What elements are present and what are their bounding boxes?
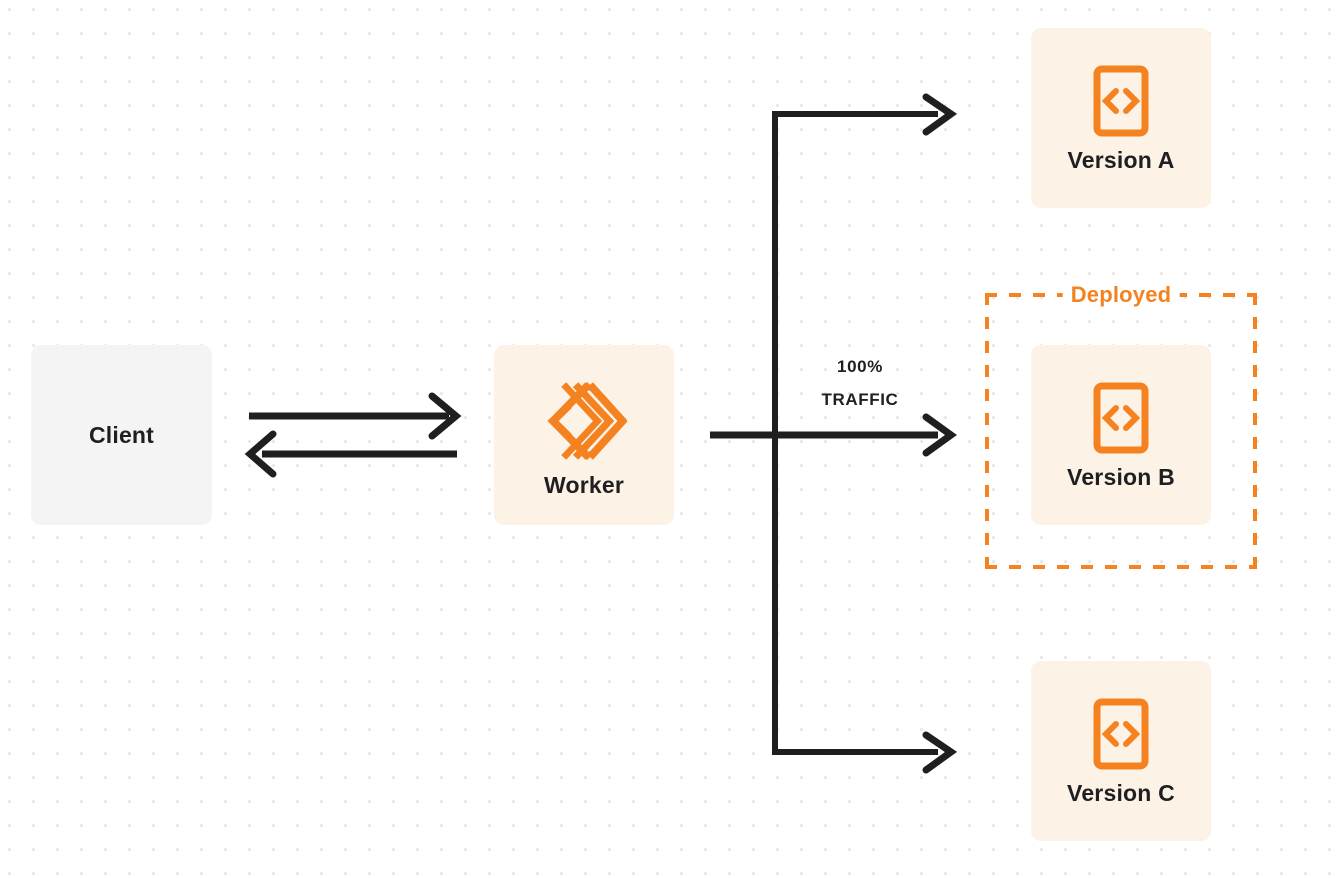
version-c-label: Version C	[1067, 779, 1175, 806]
deployed-label: Deployed	[1062, 282, 1180, 308]
deployed-border-left	[985, 293, 989, 569]
code-brackets-icon	[1093, 698, 1149, 769]
node-version-b[interactable]: Version B	[1031, 345, 1211, 525]
node-version-c[interactable]: Version C	[1031, 661, 1211, 841]
node-client[interactable]: Client	[31, 345, 212, 525]
client-label: Client	[88, 421, 155, 448]
deployed-border-top-left	[985, 293, 1067, 297]
arrow-to-version-c	[772, 731, 958, 774]
worker-label: Worker	[543, 471, 625, 498]
traffic-percent: 100%	[837, 357, 883, 376]
node-version-a[interactable]: Version A	[1031, 28, 1211, 208]
arrow-to-version-b	[775, 413, 957, 457]
cloudflare-workers-logo-icon	[547, 381, 627, 460]
deployed-border-bottom	[985, 565, 1257, 569]
arrow-client-to-worker	[249, 392, 462, 440]
traffic-word: TRAFFIC	[821, 390, 899, 410]
version-b-label: Version B	[1067, 463, 1175, 490]
code-brackets-icon	[1093, 65, 1149, 136]
arrow-worker-to-client	[244, 430, 457, 478]
deployed-border-right	[1253, 293, 1257, 569]
traffic-annotation: 100% TRAFFIC	[795, 350, 925, 416]
node-worker[interactable]: Worker	[494, 345, 674, 525]
code-brackets-icon	[1093, 382, 1149, 453]
version-a-label: Version A	[1067, 146, 1175, 173]
deployed-border-top-right	[1175, 293, 1257, 297]
arrow-to-version-a	[772, 93, 958, 136]
